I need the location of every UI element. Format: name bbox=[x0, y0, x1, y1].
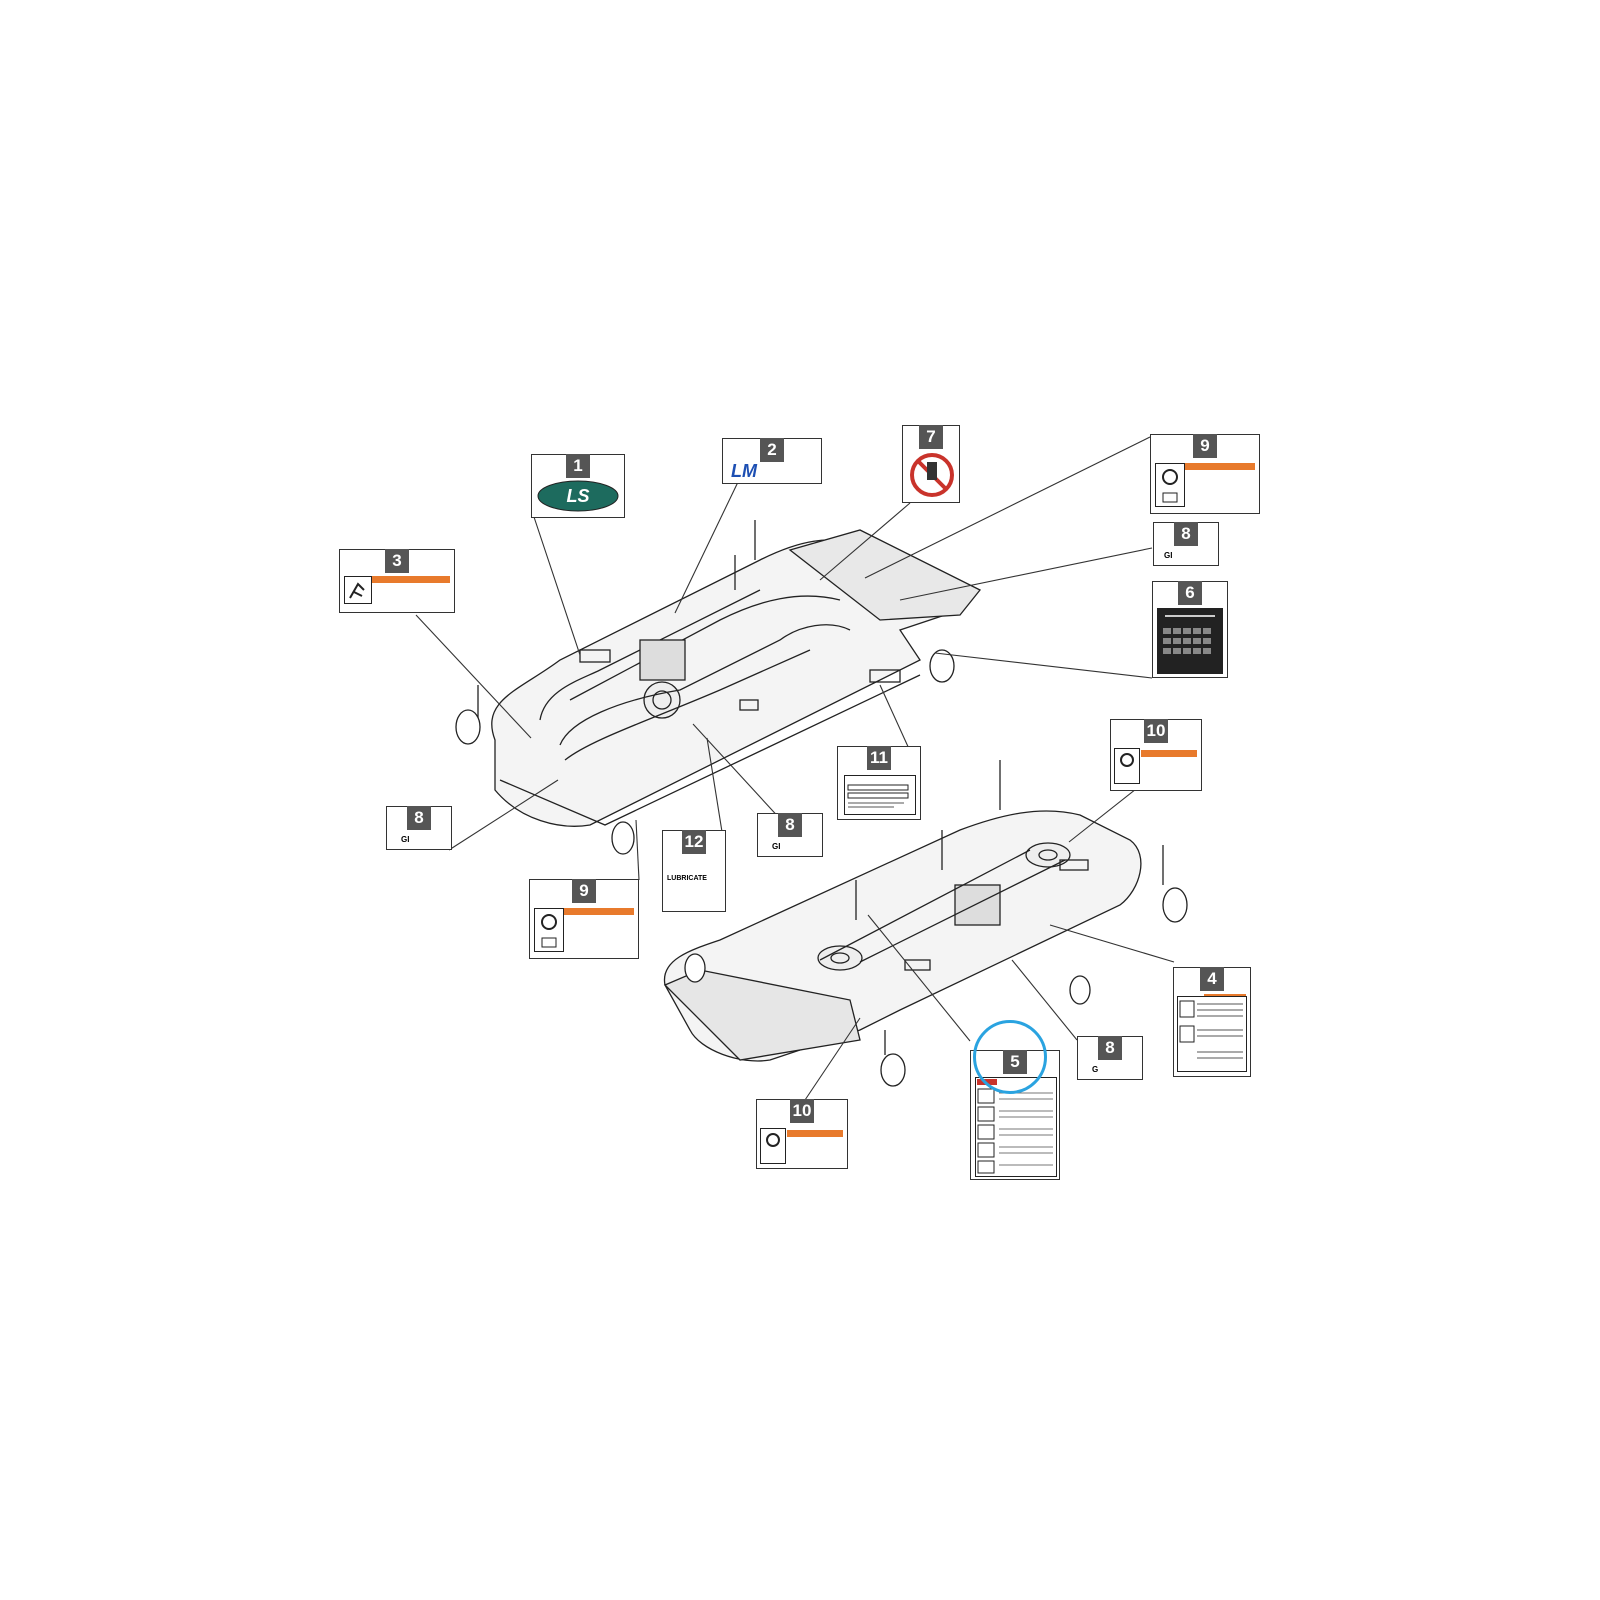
decal-callout-10-bottom: 10 bbox=[756, 1099, 848, 1169]
multi-hazard-warning-icon bbox=[975, 1077, 1057, 1177]
entanglement-hazard-icon bbox=[760, 1128, 786, 1164]
decal-text: LUBRICATE bbox=[667, 875, 707, 882]
entanglement-hazard-icon bbox=[534, 908, 564, 952]
decal-text: GI bbox=[772, 842, 781, 851]
callout-number: 9 bbox=[1193, 434, 1217, 458]
slip-hazard-icon bbox=[344, 576, 372, 604]
upper-deck bbox=[455, 520, 982, 855]
callout-number: 11 bbox=[867, 746, 891, 770]
decal-callout-8-lower: 8 G bbox=[1077, 1036, 1143, 1080]
decal-callout-12: 12 LUBRICATE bbox=[662, 830, 726, 912]
callout-number: 9 bbox=[572, 879, 596, 903]
decal-callout-8-center: 8 GI bbox=[757, 813, 823, 857]
callout-number: 7 bbox=[919, 425, 943, 449]
callout-number: 10 bbox=[1144, 719, 1168, 743]
callout-number: 2 bbox=[760, 438, 784, 462]
lower-deck bbox=[663, 760, 1188, 1087]
callout-number: 4 bbox=[1200, 967, 1224, 991]
prohibition-icon bbox=[910, 453, 954, 497]
decal-callout-8-left: 8 GI bbox=[386, 806, 452, 850]
callout-number: 8 bbox=[1098, 1036, 1122, 1060]
svg-text:LS: LS bbox=[566, 486, 589, 506]
callout-number: 8 bbox=[407, 806, 431, 830]
decal-callout-10-right: 10 bbox=[1110, 719, 1202, 791]
decal-callout-8-top: 8 GI bbox=[1153, 522, 1219, 566]
decal-text: GI bbox=[401, 835, 410, 844]
safety-instructions-icon bbox=[1177, 996, 1247, 1072]
serial-plate-icon bbox=[844, 775, 916, 815]
decal-callout-7: 7 bbox=[902, 425, 960, 503]
callout-number: 1 bbox=[566, 454, 590, 478]
decal-callout-2: 2 LM bbox=[722, 438, 822, 484]
leader-lines bbox=[415, 436, 1175, 1101]
callout-number: 12 bbox=[682, 830, 706, 854]
decal-callout-3: 3 bbox=[339, 549, 455, 613]
decal-text: GI bbox=[1164, 551, 1173, 560]
decal-callout-9-bottom: 9 bbox=[529, 879, 639, 959]
callout-number: 3 bbox=[385, 549, 409, 573]
decal-callout-4: 4 bbox=[1173, 967, 1251, 1077]
decal-callout-11: 11 bbox=[837, 746, 921, 820]
entanglement-hazard-icon bbox=[1114, 748, 1140, 784]
ls-logo-icon: LS bbox=[537, 480, 619, 512]
callout-number: 8 bbox=[778, 813, 802, 837]
callout-number: 10 bbox=[790, 1099, 814, 1123]
decal-callout-1: 1 LS bbox=[531, 454, 625, 518]
model-logo-text: LM bbox=[731, 461, 757, 481]
decal-callout-9-top: 9 bbox=[1150, 434, 1260, 514]
callout-number: 8 bbox=[1174, 522, 1198, 546]
entanglement-hazard-icon bbox=[1155, 463, 1185, 507]
keypad-chart-icon bbox=[1157, 608, 1223, 674]
selection-highlight-circle bbox=[973, 1020, 1047, 1094]
decal-callout-6: 6 bbox=[1152, 581, 1228, 678]
callout-number: 6 bbox=[1178, 581, 1202, 605]
decal-text: G bbox=[1092, 1065, 1099, 1074]
